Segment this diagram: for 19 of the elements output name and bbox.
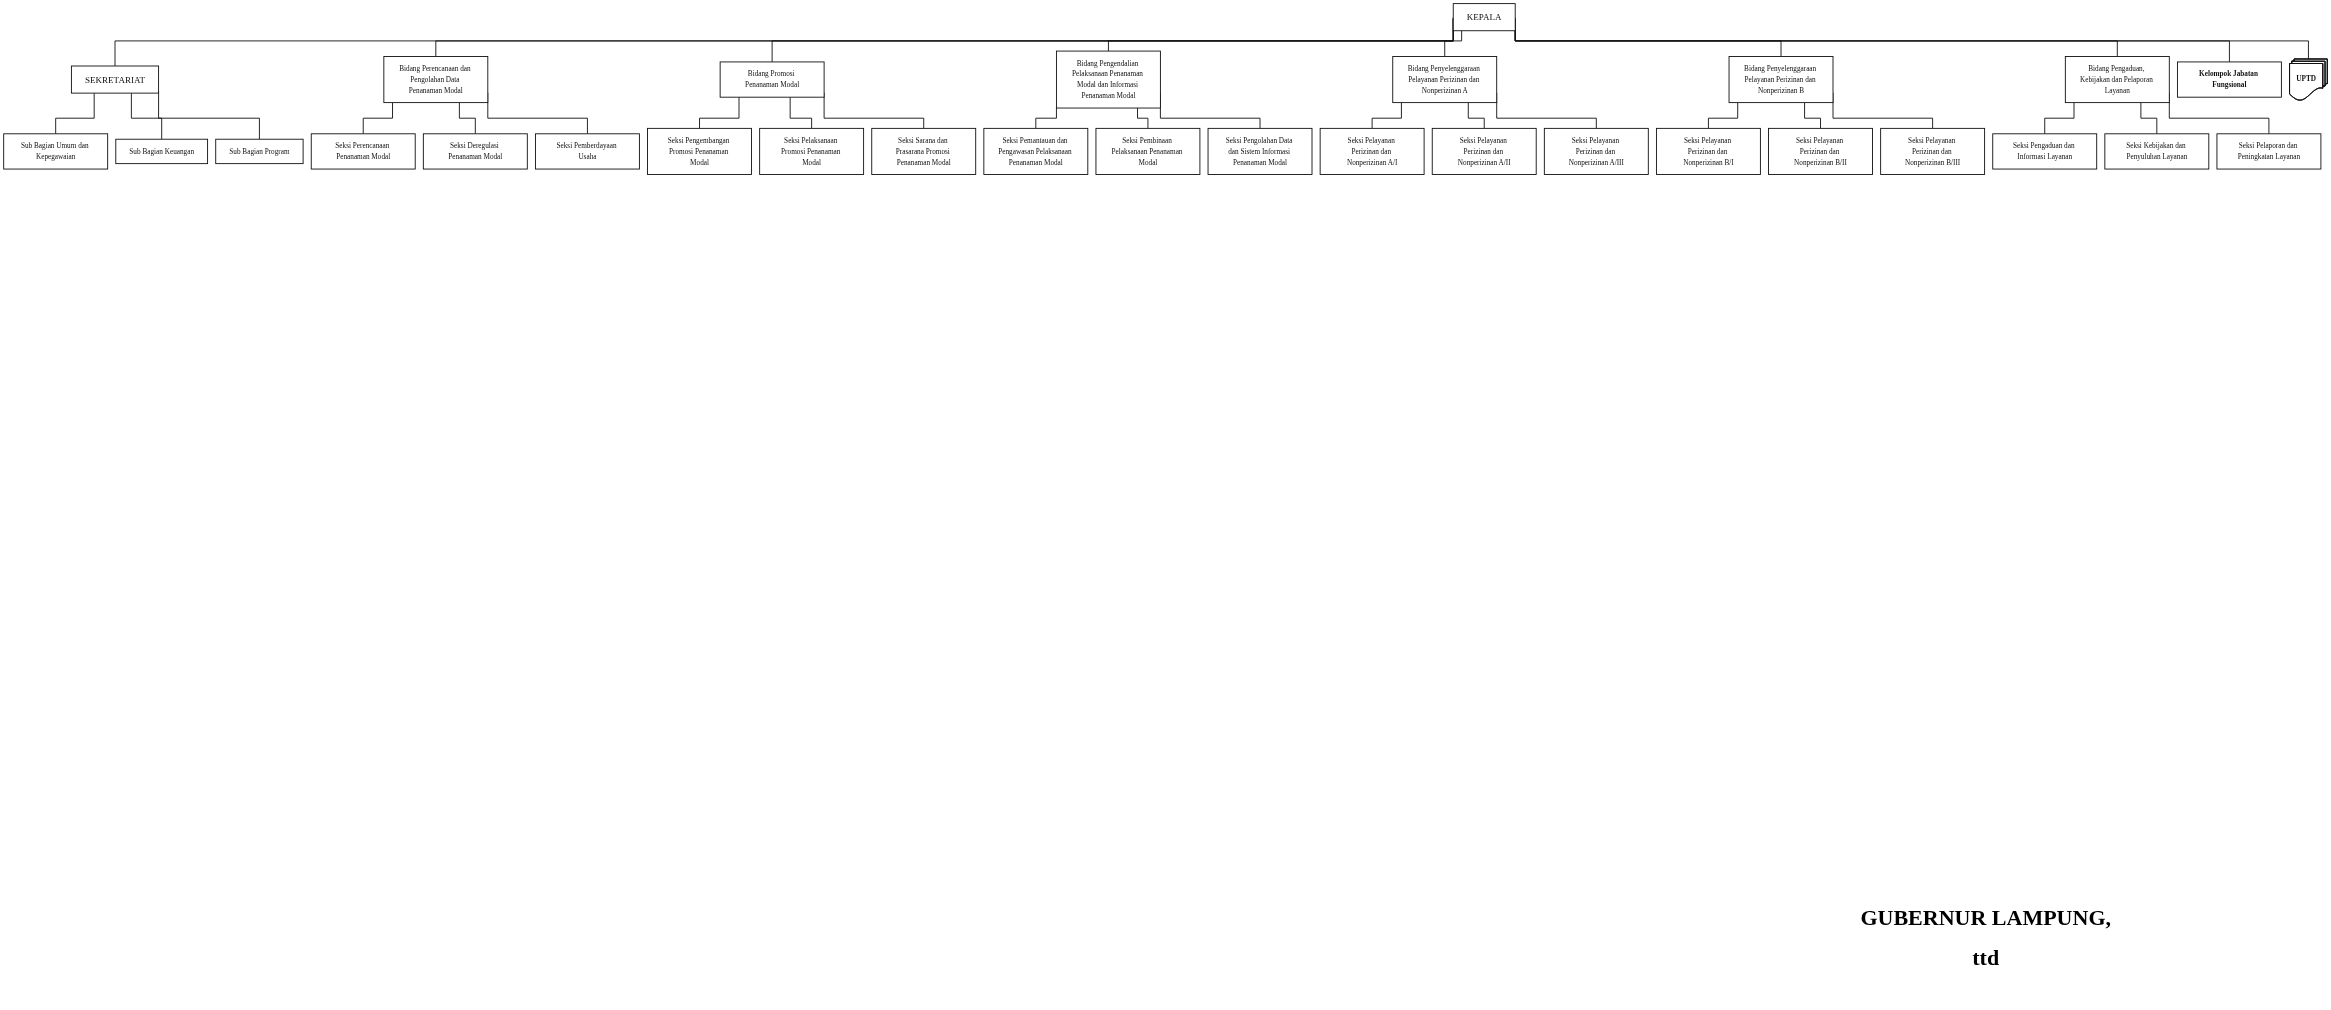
connector <box>55 92 95 135</box>
connector <box>2044 102 2075 135</box>
signature-text: GUBERNUR LAMPUNG, <box>1860 905 2111 931</box>
connector <box>1707 102 1739 129</box>
connector <box>1444 30 1463 57</box>
connector <box>2140 102 2158 135</box>
connector <box>1137 107 1149 129</box>
connector <box>789 96 813 129</box>
connector <box>1371 102 1402 129</box>
node-box: KEPALA <box>1452 3 1516 32</box>
connector <box>1804 102 1821 129</box>
connector <box>699 96 740 129</box>
connector <box>1035 106 1057 129</box>
node-box: SEKRETARIAT <box>70 65 160 94</box>
connector <box>458 102 476 135</box>
signature-text: ttd <box>1971 945 2001 971</box>
connector <box>1467 102 1485 129</box>
connector <box>130 92 163 140</box>
connector <box>362 102 393 135</box>
